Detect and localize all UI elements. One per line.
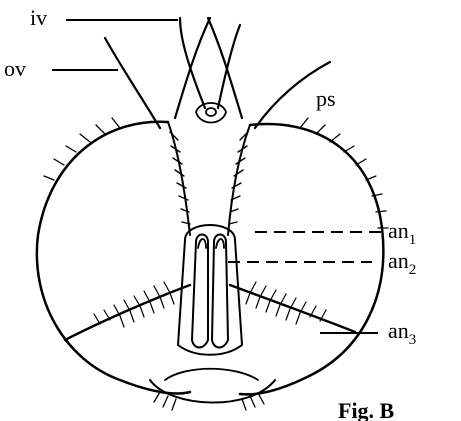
- ocellus: [206, 108, 216, 116]
- frons-left-edge: [168, 122, 190, 235]
- frons-right-edge: [228, 125, 250, 235]
- antenna-segment-right: [216, 239, 224, 248]
- leader-lines: [52, 20, 385, 333]
- outer-vertical-bristles: [105, 38, 330, 128]
- label-an1: an1: [388, 218, 416, 248]
- ov-bristle-left: [105, 38, 160, 128]
- right-arista: [230, 285, 355, 332]
- ocellar-tubercle: [196, 103, 226, 123]
- left-arista: [65, 285, 190, 340]
- aristae: [65, 282, 355, 340]
- label-an3: an3: [388, 318, 416, 348]
- frons: [168, 103, 250, 235]
- label-iv: iv: [30, 5, 47, 30]
- label-an2: an2: [388, 248, 416, 278]
- mouth-edge: [165, 369, 258, 380]
- face-bottom: [150, 380, 275, 403]
- label-ov: ov: [4, 56, 26, 81]
- eye-margin-hairs: [44, 118, 388, 228]
- antennae: [178, 225, 242, 355]
- antenna-segment-left: [198, 239, 206, 248]
- iv-bristle-right: [218, 25, 240, 108]
- right-antenna: [212, 235, 228, 348]
- right-compound-eye: [240, 124, 383, 394]
- left-antenna: [192, 235, 208, 348]
- antennal-socket: [178, 225, 242, 355]
- figure-caption: Fig. B: [338, 398, 395, 421]
- label-ps: ps: [316, 86, 336, 111]
